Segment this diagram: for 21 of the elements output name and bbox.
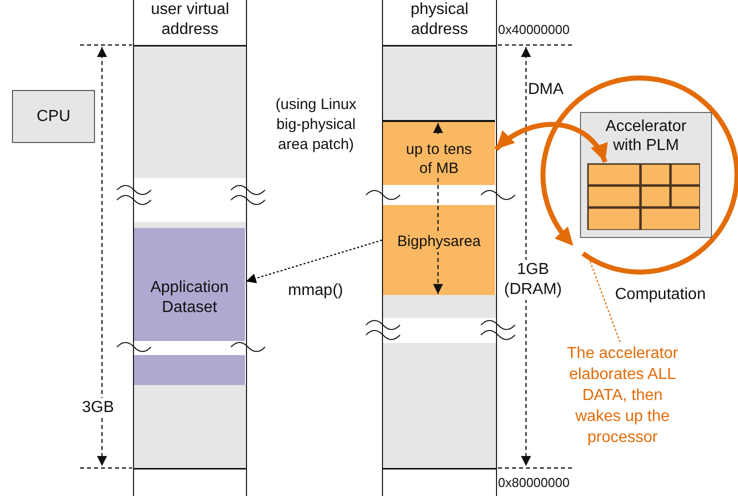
size-label: 3GB bbox=[82, 398, 114, 418]
process-box bbox=[12, 90, 95, 143]
memory-region bbox=[383, 120, 495, 185]
column-header: physical address bbox=[410, 0, 470, 40]
box-title: Accelerator with PLM bbox=[604, 117, 688, 155]
region-label: Bigphysarea bbox=[397, 232, 481, 252]
address-label: 0x80000000 bbox=[498, 475, 570, 491]
accelerator-box bbox=[580, 112, 712, 238]
note-text: (using Linux big-physical area patch) bbox=[274, 95, 358, 155]
box-label: CPU bbox=[36, 107, 72, 127]
dotted-arrow bbox=[246, 240, 382, 284]
node-caption: Computation bbox=[615, 285, 706, 305]
column-header: user virtual address bbox=[150, 0, 230, 40]
region-label: Application Dataset bbox=[149, 278, 230, 318]
double-arrow bbox=[494, 122, 608, 164]
memory-region bbox=[134, 228, 245, 385]
annotation-text: The accelerator elaborates ALL DATA, then wakes up the processor bbox=[566, 344, 680, 448]
memory-region bbox=[383, 205, 495, 295]
memory-grid bbox=[587, 163, 700, 230]
address-label: 0x40000000 bbox=[498, 22, 570, 38]
edge-label: mmap() bbox=[288, 281, 344, 301]
